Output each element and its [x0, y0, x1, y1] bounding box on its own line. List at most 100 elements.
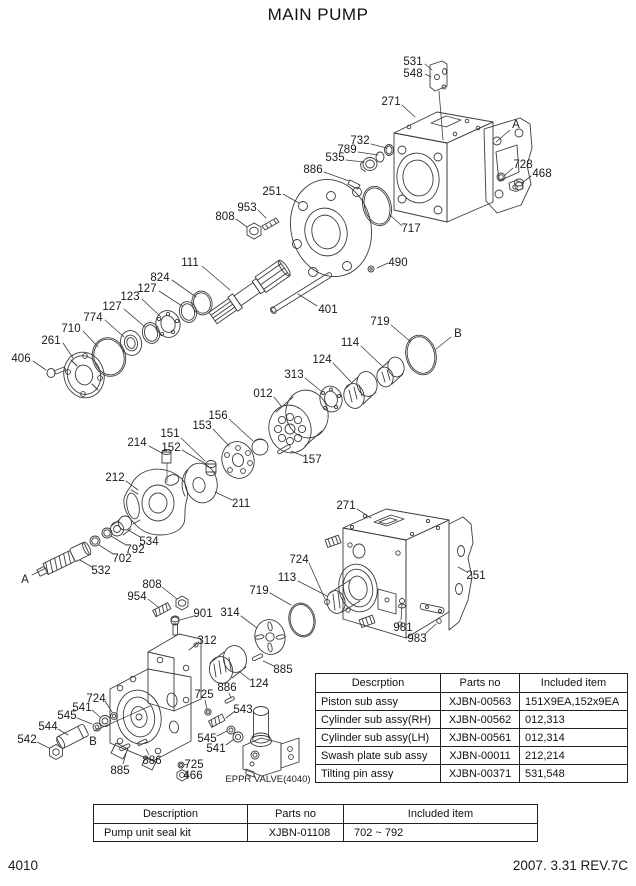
part-ring-725b [204, 708, 212, 716]
part-label-543: 543 [233, 704, 252, 716]
leader-line [122, 753, 127, 765]
part-ring-725c [177, 761, 185, 769]
leader-line [179, 615, 195, 621]
part-label-953: 953 [237, 202, 256, 214]
leader-line [504, 167, 514, 176]
table-cell: XJBN-00562 [440, 710, 520, 729]
part-label-152: 152 [161, 442, 180, 454]
part-pin-157 [277, 444, 291, 455]
table-cell: 012,314 [519, 728, 628, 747]
part-pivot-214 [161, 449, 172, 483]
part-label-214: 214 [127, 437, 147, 449]
part-label-212: 212 [105, 472, 124, 484]
part-spring-954 [152, 602, 172, 618]
leader-line [225, 711, 235, 719]
part-label-824: 824 [150, 272, 170, 284]
leader-line [282, 193, 300, 204]
part-ring-541a [99, 715, 111, 727]
leader-line [257, 209, 267, 219]
eppr-valve-caption: EPPR VALVE(4040) [225, 774, 310, 785]
table-cell: 012,313 [519, 710, 628, 729]
part-pin-885b [119, 743, 131, 752]
part-label-710: 710 [61, 323, 80, 335]
part-shoe-plate-211 [181, 462, 218, 504]
part-label-702: 702 [112, 553, 131, 565]
part-pin-401 [270, 272, 333, 314]
leader-line [357, 151, 379, 156]
table-cell: XJBN-00371 [440, 764, 520, 783]
part-label-542: 542 [17, 734, 36, 746]
part-label-541: 541 [206, 743, 225, 755]
part-label-466: 466 [183, 770, 202, 782]
leader-line [82, 330, 99, 348]
part-label-313: 313 [284, 369, 303, 381]
part-label-B: B [454, 328, 462, 340]
part-tilting-pin-531 [429, 60, 448, 141]
leader-line [171, 279, 197, 298]
part-bolt-808a [246, 222, 262, 240]
table-header-cell: Descrption [315, 673, 441, 693]
part-seal-cover-261 [63, 351, 105, 399]
part-label-724: 724 [289, 554, 309, 566]
part-label-534: 534 [139, 536, 159, 548]
part-label-251: 251 [262, 186, 281, 198]
part-label-314: 314 [220, 607, 240, 619]
leader-line [31, 567, 47, 576]
table-header-cell: Parts no [440, 673, 520, 693]
leader-line [104, 319, 125, 338]
part-oring-717 [362, 185, 392, 227]
leader-line [225, 738, 235, 746]
leader-line [183, 763, 188, 766]
leader-line [214, 491, 233, 501]
leader-line [212, 428, 230, 447]
leader-line [181, 449, 207, 465]
part-oring-710 [91, 337, 127, 377]
leader-line [424, 623, 437, 635]
leader-line [216, 730, 228, 737]
part-label-954: 954 [127, 591, 147, 603]
part-label-728: 728 [513, 159, 532, 171]
part-washer-545a [92, 722, 102, 732]
table-cell: XJBN-00011 [440, 746, 520, 765]
table-header-cell: Included item [519, 673, 628, 693]
leader-line [269, 592, 292, 606]
table-cell: Cylinder sub assy(LH) [315, 728, 441, 747]
part-label-981: 981 [393, 622, 412, 634]
part-ring-541b [232, 731, 244, 743]
leader-line [235, 218, 248, 228]
part-label-724: 724 [86, 693, 106, 705]
leader-line [104, 700, 113, 713]
part-label-271: 271 [381, 96, 400, 108]
leader-line [148, 445, 163, 454]
leader-line [401, 104, 416, 118]
part-spool-532 [36, 541, 92, 577]
part-eppr-valve [242, 706, 300, 778]
part-oil-seal-774 [119, 330, 143, 356]
table-cell: XJBN-00561 [440, 728, 520, 747]
part-label-124: 124 [249, 678, 269, 690]
part-label-732: 732 [350, 135, 369, 147]
part-label-725: 725 [194, 689, 213, 701]
part-retainer-plate-153 [221, 441, 255, 479]
part-label-544: 544 [38, 721, 58, 733]
leader-line [145, 748, 150, 756]
leader-line [457, 566, 468, 573]
leader-line [360, 345, 383, 367]
table-header-cell: Description [93, 804, 248, 824]
part-label-111: 111 [181, 257, 198, 269]
part-plug-468 [508, 178, 524, 192]
table-cell: XJBN-01108 [247, 823, 344, 842]
part-washer-127a [178, 301, 198, 323]
leader-line [390, 324, 412, 343]
leader-line [495, 129, 511, 143]
